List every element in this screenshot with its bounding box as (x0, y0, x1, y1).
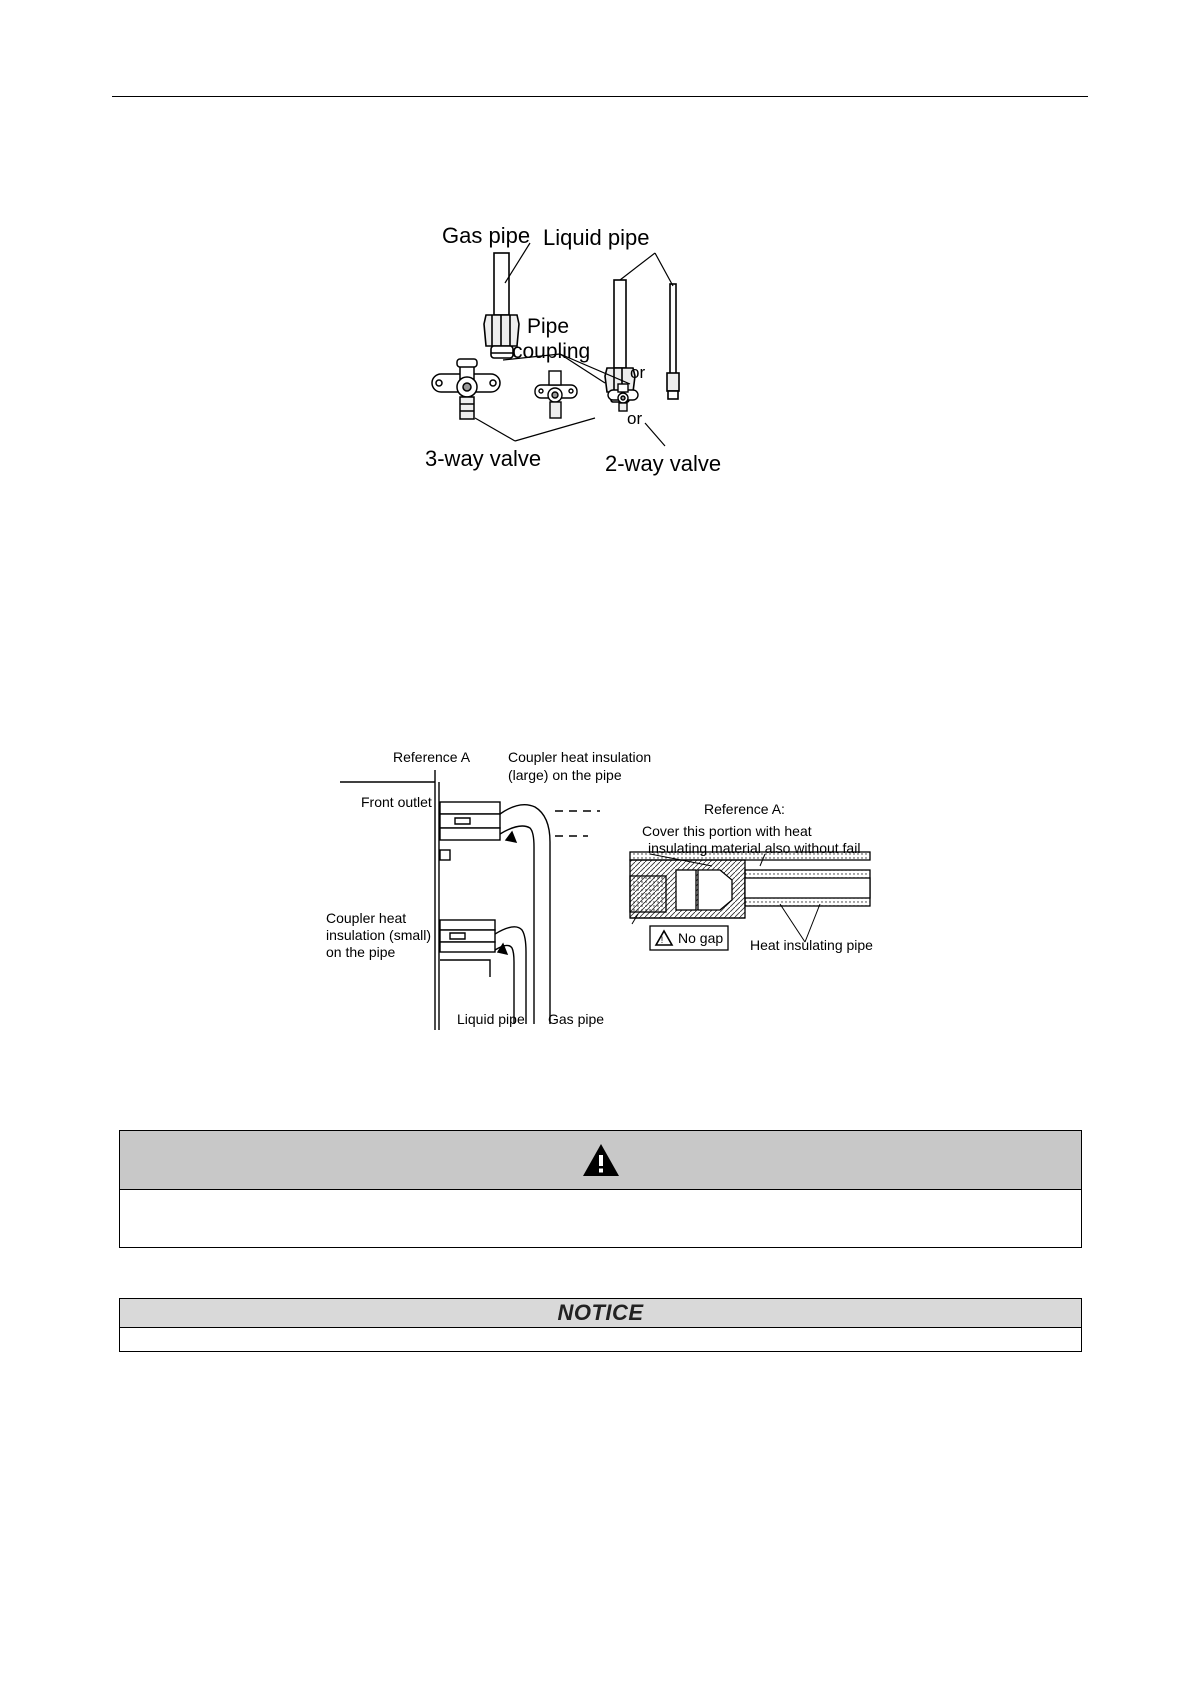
notice-box: NOTICE (119, 1298, 1082, 1352)
liquid-pipe-label: Liquid pipe (457, 1011, 525, 1027)
coupler-small-label-line2: insulation (small) (326, 927, 431, 943)
two-way-valve-drawing (607, 383, 639, 412)
no-gap-label: No gap (678, 930, 723, 946)
three-way-valve-label: 3-way valve (425, 446, 541, 471)
liquid-pipe-drawing (604, 279, 680, 403)
gas-pipe-drawing (483, 252, 520, 359)
small-three-way-valve-drawing (534, 370, 578, 419)
warning-triangle-icon (582, 1144, 619, 1176)
notice-body (120, 1328, 1081, 1351)
indoor-unit-drawing (340, 770, 600, 1030)
two-way-valve-label: 2-way valve (605, 451, 721, 476)
notice-header: NOTICE (120, 1299, 1081, 1328)
or-label-top: or (630, 363, 645, 382)
three-way-valve-drawing (431, 358, 501, 420)
detail-title-label: Reference A: (704, 801, 785, 817)
coupler-insulation-figure: ! Reference A Coupler heat insulation (l… (320, 749, 880, 1030)
coupler-small-label-line3: on the pipe (326, 944, 395, 960)
pipe-coupling-label-line1: Pipe (527, 315, 569, 338)
pipe-coupling-label-line2: coupling (512, 340, 590, 363)
header-rule (112, 96, 1088, 97)
notice-title: NOTICE (557, 1300, 644, 1325)
front-outlet-label: Front outlet (361, 794, 432, 810)
or-label-bottom: or (627, 409, 642, 428)
warning-body (120, 1190, 1081, 1247)
reference-a-detail-drawing: ! (629, 851, 871, 951)
svg-text:!: ! (661, 935, 664, 945)
heat-insulating-pipe-label: Heat insulating pipe (750, 937, 873, 953)
pipe-valve-figure: Gas pipe Liquid pipe Pipe coupling or or… (425, 223, 755, 480)
liquid-pipe-label: Liquid pipe (543, 225, 649, 250)
coupler-large-label-line2: (large) on the pipe (508, 767, 622, 783)
cover-label-line1: Cover this portion with heat (642, 823, 812, 839)
gas-pipe-label: Gas pipe (548, 1011, 604, 1027)
warning-box (119, 1130, 1082, 1248)
cover-label-line2: insulating material also without fail (648, 840, 860, 856)
gas-pipe-label: Gas pipe (442, 223, 530, 248)
warning-header (120, 1131, 1081, 1190)
coupler-small-label-line1: Coupler heat (326, 910, 406, 926)
coupler-large-label-line1: Coupler heat insulation (508, 749, 651, 765)
reference-a-label: Reference A (393, 749, 471, 765)
